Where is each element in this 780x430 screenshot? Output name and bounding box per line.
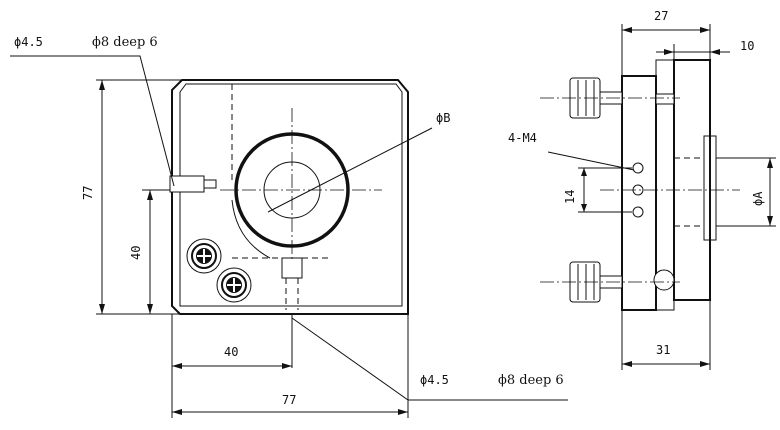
dim-hole-height-label: 40 xyxy=(129,246,143,260)
side-view: 27 10 4-M4 14 ϕA 31 xyxy=(508,9,776,370)
screw-2 xyxy=(216,267,252,303)
top-screw-tip xyxy=(655,93,675,105)
bottom-hole-counterbore xyxy=(281,257,303,279)
ball-bearing xyxy=(653,269,675,291)
thread-label: 4-M4 xyxy=(508,131,537,145)
dim-depth-label: 27 xyxy=(654,9,668,23)
plate-outline xyxy=(171,79,409,315)
callout-top-hole: ϕ4.5 xyxy=(14,35,43,49)
dim-height-label: 77 xyxy=(81,186,95,200)
callout-top-cbore: ϕ8 deep 6 xyxy=(92,35,158,50)
side-body xyxy=(621,75,657,311)
leader-top-callout xyxy=(10,55,175,187)
leader-bore xyxy=(267,127,433,213)
m4-hole-1 xyxy=(632,162,644,174)
dim-overall-label: 31 xyxy=(656,343,670,357)
dim-flange-label: 10 xyxy=(740,39,754,53)
front-view: ϕ4.5 ϕ8 deep 6 ϕB 77 40 40 77 ϕ4.5 ϕ8 de… xyxy=(10,35,568,418)
screw-1 xyxy=(186,238,222,274)
side-front-plate xyxy=(673,59,711,301)
m4-hole-3 xyxy=(632,206,644,218)
pocket-arc xyxy=(231,199,271,259)
dim-hole-width-label: 40 xyxy=(224,345,238,359)
side-hole-counterbore xyxy=(169,175,205,193)
dim-aperture-label: ϕA xyxy=(751,191,765,206)
side-lens-seat xyxy=(703,135,717,241)
dim-pitch-label: 14 xyxy=(563,190,577,204)
side-hole-through xyxy=(203,179,217,189)
callout-bottom-hole: ϕ4.5 xyxy=(420,373,449,387)
dim-width-label: 77 xyxy=(282,393,296,407)
callout-bottom-cbore: ϕ8 deep 6 xyxy=(498,373,564,388)
leader-thread xyxy=(547,151,635,171)
bore-label: ϕB xyxy=(436,111,450,125)
